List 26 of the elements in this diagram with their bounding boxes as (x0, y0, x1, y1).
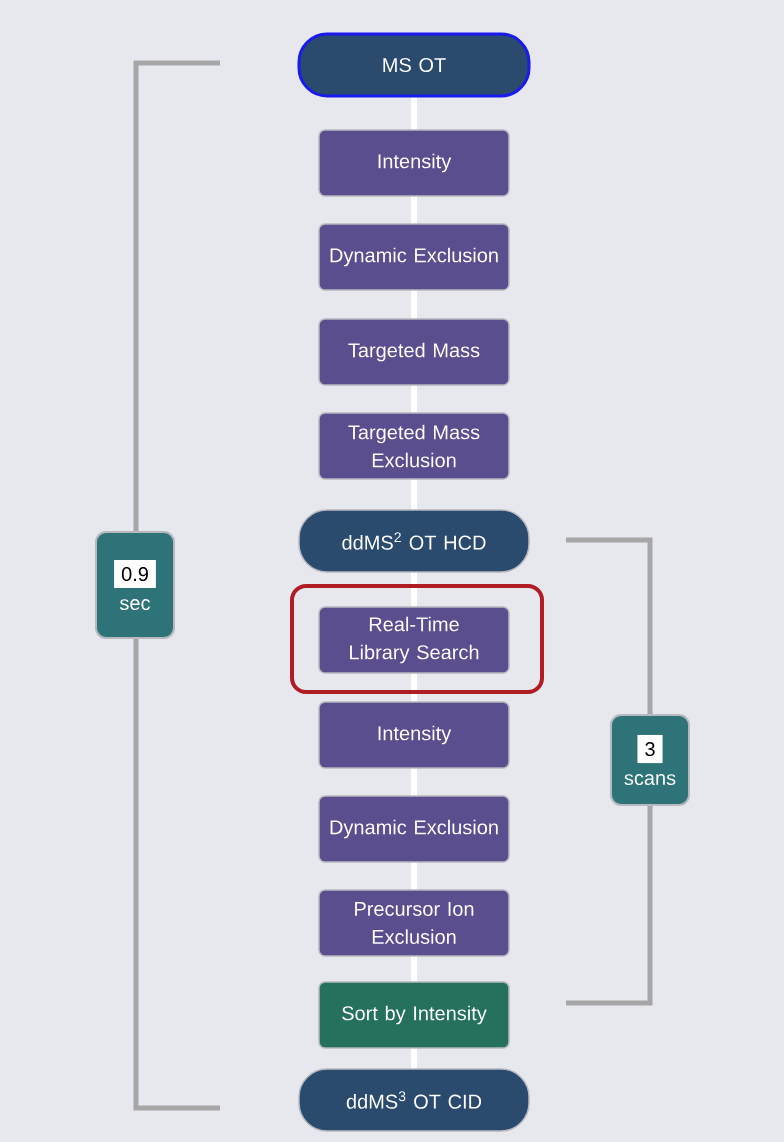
scan-pill: ddMS$^{2}$ OT HCD (298, 509, 530, 573)
filter-box: Intensity (318, 129, 510, 197)
filter-box: Precursor Ion Exclusion (318, 889, 510, 957)
filter-box: Targeted Mass Exclusion (318, 412, 510, 480)
time-badge: 0.9 sec (95, 531, 175, 639)
scan-pill: ddMS$^{3}$ OT CID (298, 1068, 530, 1132)
connector (411, 479, 417, 510)
filter-box: Intensity (318, 701, 510, 769)
filter-box: Real-Time Library Search (318, 606, 510, 674)
connector (411, 1048, 417, 1069)
connector (411, 290, 417, 319)
filter-box: Targeted Mass (318, 318, 510, 386)
filter-box: Dynamic Exclusion (318, 795, 510, 863)
connector (411, 768, 417, 796)
connector (411, 572, 417, 607)
highlight-frame (290, 584, 544, 694)
connector (411, 862, 417, 890)
connector (411, 96, 417, 130)
count-badge: 3 scans (610, 714, 690, 806)
filter-box: Dynamic Exclusion (318, 223, 510, 291)
connector (411, 385, 417, 413)
connector (411, 673, 417, 702)
sort-box: Sort by Intensity (318, 981, 510, 1049)
connector (411, 196, 417, 224)
connector (411, 956, 417, 982)
scan-pill: MS OT (297, 32, 531, 98)
